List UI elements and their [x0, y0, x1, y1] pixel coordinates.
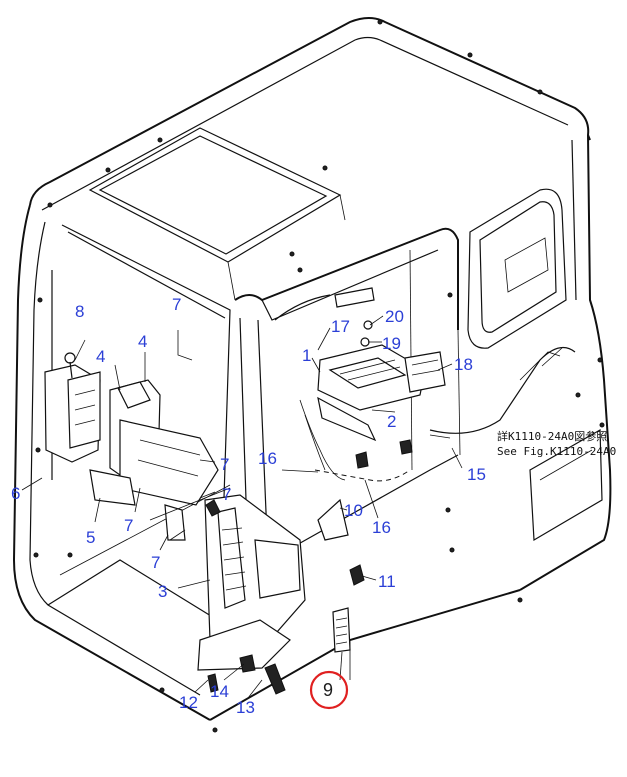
- part-label-15[interactable]: 15: [467, 465, 486, 484]
- part-label-7a[interactable]: 7: [172, 295, 181, 314]
- part-label-16b[interactable]: 16: [372, 518, 391, 537]
- reference-note: 詳K1110-24A0図参照 See Fig.K1110-24A0: [497, 429, 616, 458]
- left-duct-assembly: [44, 352, 219, 541]
- part-label-14[interactable]: 14: [210, 682, 229, 701]
- part-label-10[interactable]: 10: [344, 501, 363, 520]
- part-label-8[interactable]: 8: [75, 302, 84, 321]
- part-label-16a[interactable]: 16: [258, 449, 277, 468]
- part-label-5[interactable]: 5: [86, 528, 95, 547]
- part-label-20[interactable]: 20: [385, 307, 404, 326]
- part-labels: 1 2 3 4 4 5 6 7 7 7 7 7 8 9 10 11 12 13 …: [11, 295, 486, 717]
- leader-lines: [21, 315, 463, 699]
- part-label-7d[interactable]: 7: [124, 516, 133, 535]
- highlight-circle: [309, 670, 349, 710]
- part-label-4a[interactable]: 4: [96, 347, 105, 366]
- part-label-19[interactable]: 19: [382, 334, 401, 353]
- reference-note-japanese: 詳K1110-24A0図参照: [497, 429, 607, 443]
- part-label-7c[interactable]: 7: [222, 485, 231, 504]
- part-label-6[interactable]: 6: [11, 484, 20, 503]
- part-label-11[interactable]: 11: [378, 572, 396, 591]
- part-label-9[interactable]: 9: [323, 680, 333, 700]
- part-label-7e[interactable]: 7: [151, 553, 160, 572]
- part-label-2[interactable]: 2: [387, 412, 396, 431]
- part-label-1[interactable]: 1: [302, 346, 311, 365]
- cab-shell: [12, 17, 612, 733]
- part-label-4b[interactable]: 4: [138, 332, 147, 351]
- part-label-13[interactable]: 13: [236, 698, 255, 717]
- part-label-17[interactable]: 17: [331, 317, 350, 336]
- reference-note-english: See Fig.K1110-24A0: [497, 445, 616, 458]
- part-label-18[interactable]: 18: [454, 355, 473, 374]
- control-box-assembly: [299, 287, 446, 653]
- part-label-7b[interactable]: 7: [220, 455, 229, 474]
- part-label-3[interactable]: 3: [158, 582, 167, 601]
- part-label-12[interactable]: 12: [179, 693, 198, 712]
- rear-duct-assembly: [197, 494, 306, 671]
- harness-wiring: [149, 346, 576, 695]
